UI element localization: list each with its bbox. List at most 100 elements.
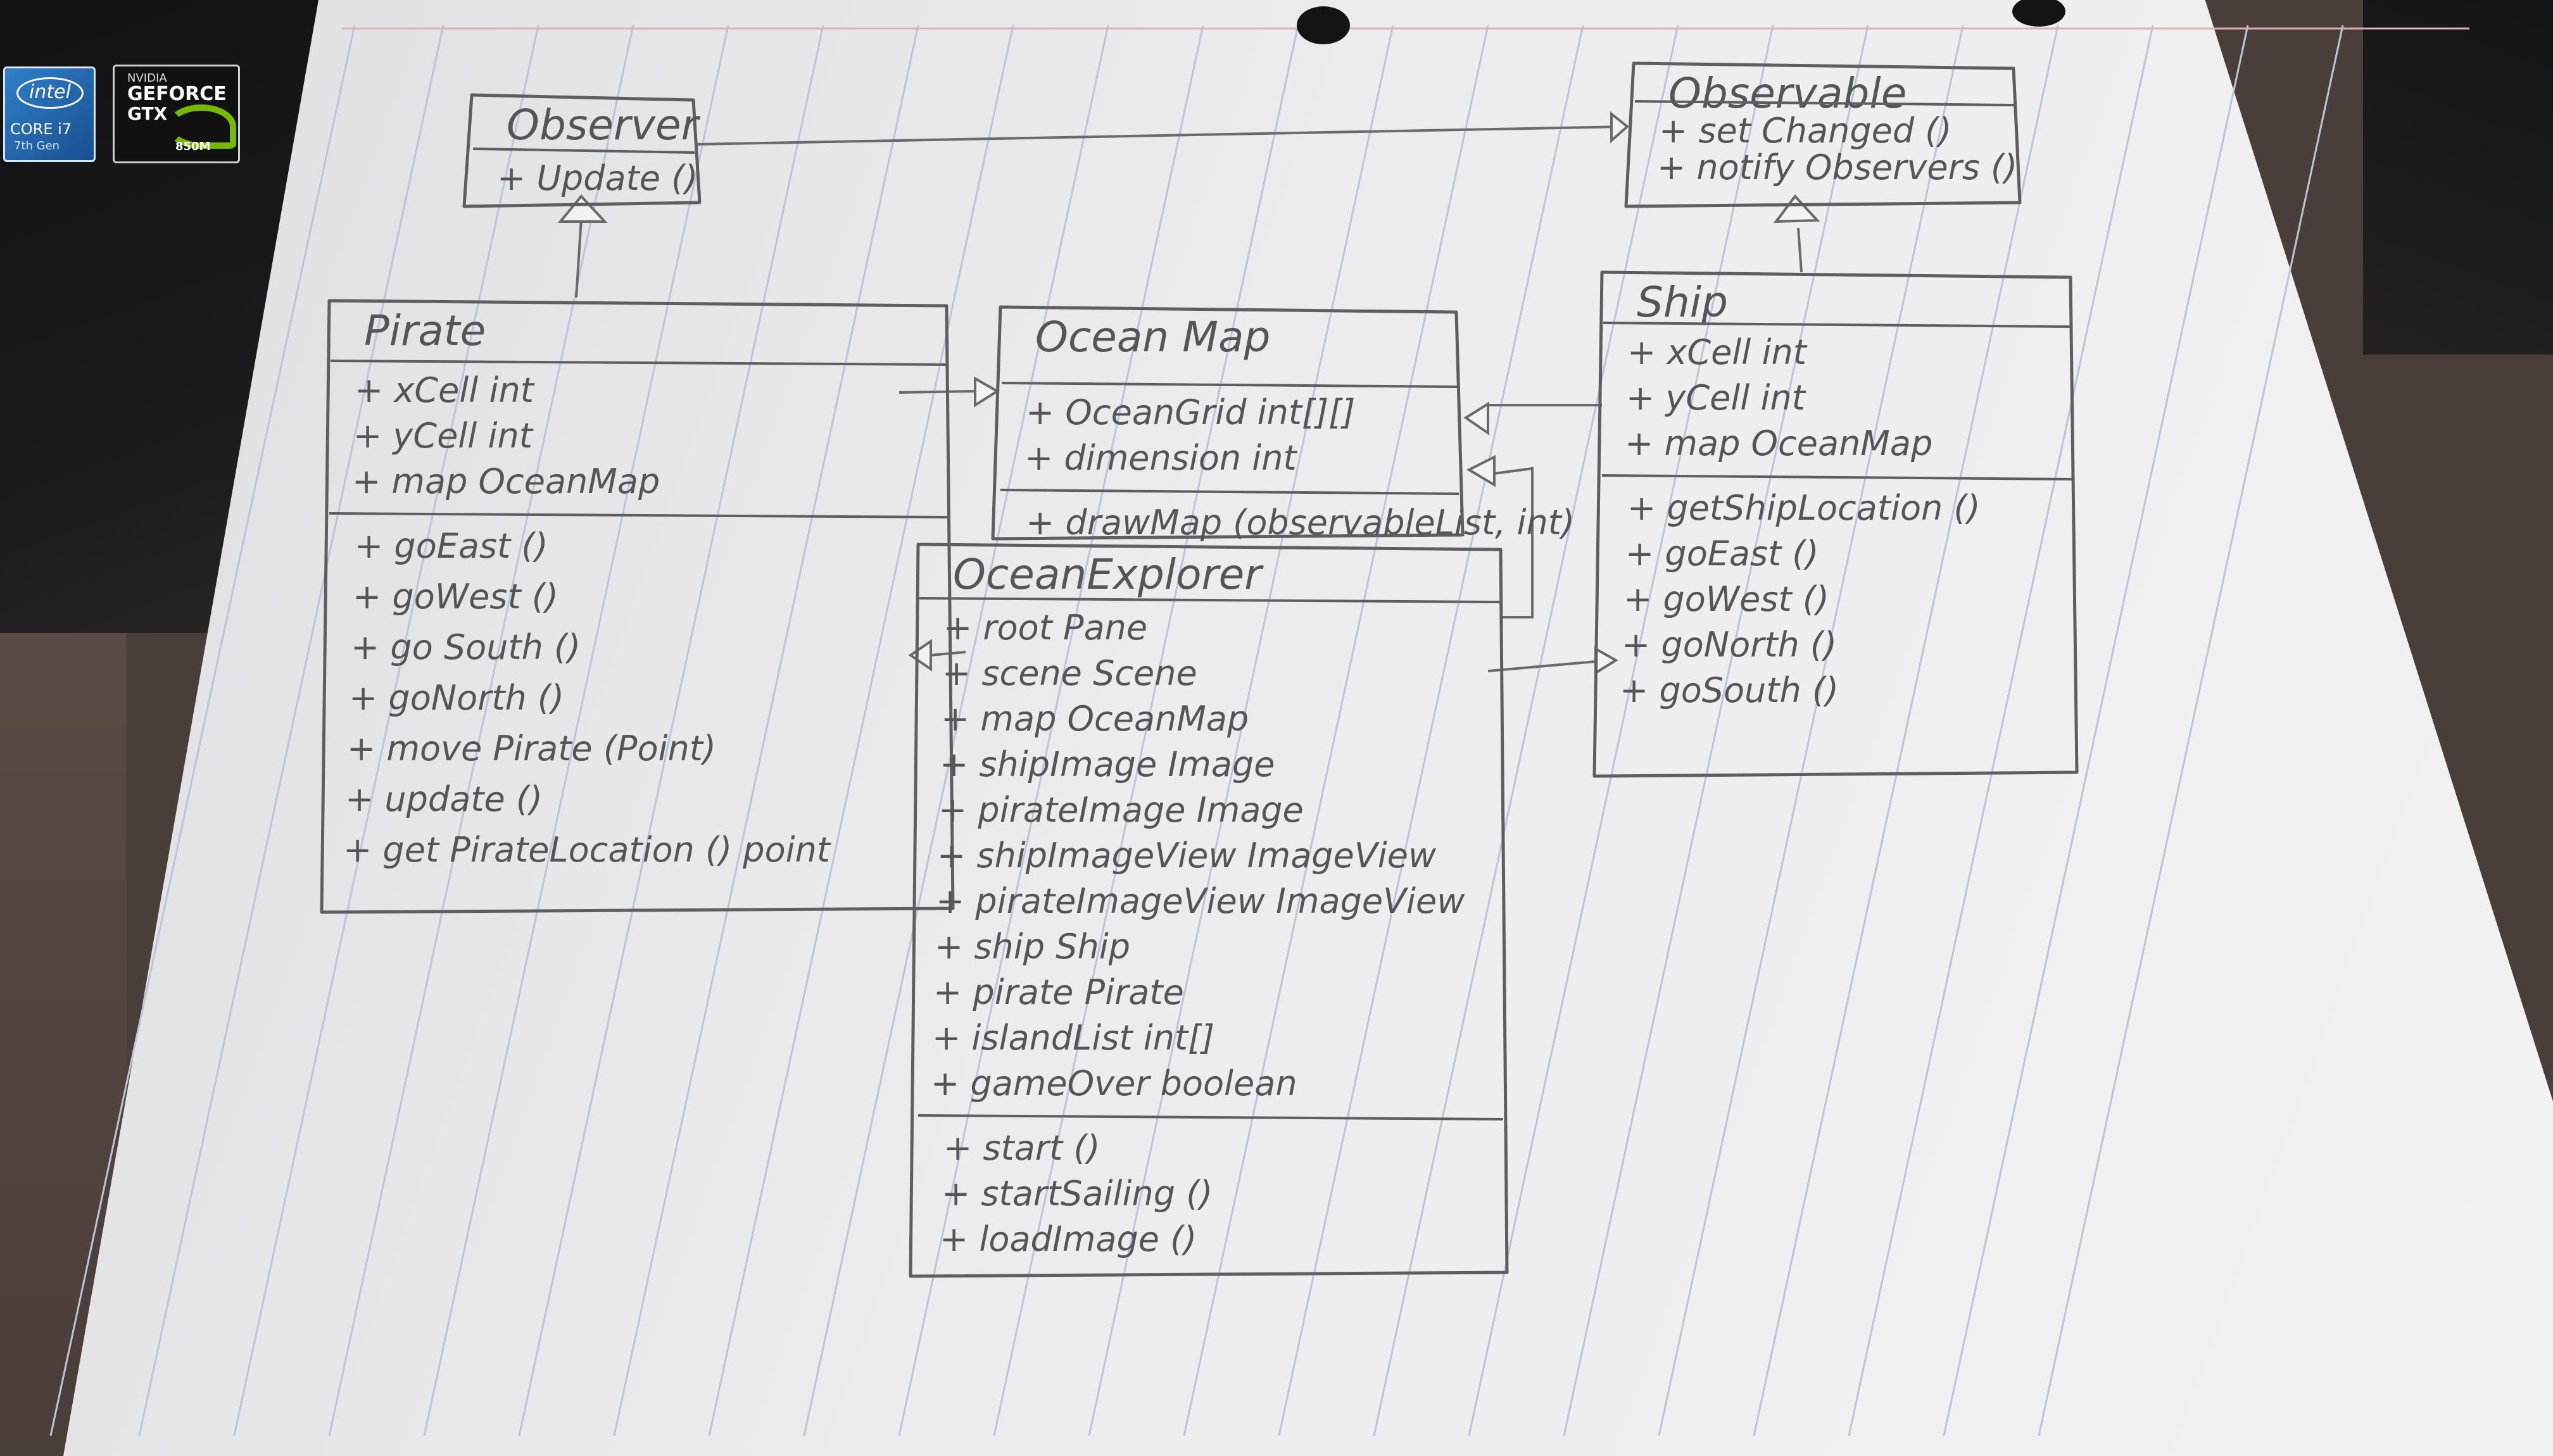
class-observable: Observable+ set Changed ()+ notify Obser… bbox=[1624, 61, 2022, 208]
method-pirate: + move Pirate (Point) bbox=[347, 729, 716, 769]
attribute-oceanexplorer: + root Pane bbox=[943, 608, 1147, 648]
class-name-ship: Ship bbox=[1637, 278, 1728, 327]
inheritance-arrow-icon bbox=[1773, 194, 1820, 223]
ruled-line bbox=[138, 25, 444, 1436]
attribute-oceanexplorer: + pirateImage Image bbox=[938, 790, 1304, 830]
attribute-pirate: + yCell int bbox=[353, 416, 534, 456]
method-oceanmap: + drawMap (observableList, int) bbox=[1026, 503, 1575, 543]
method-ship: + goNorth () bbox=[1622, 625, 1837, 665]
attribute-oceanmap: + OceanGrid int[][] bbox=[1026, 392, 1355, 432]
attribute-separator bbox=[1000, 489, 1459, 495]
class-name-oceanmap: Ocean Map bbox=[1035, 313, 1270, 361]
attribute-ship: + map OceanMap bbox=[1625, 424, 1932, 463]
class-box-outline bbox=[1592, 270, 2079, 778]
name-separator bbox=[330, 360, 949, 366]
method-pirate: + goWest () bbox=[353, 577, 558, 617]
class-name-oceanexplorer: OceanExplorer bbox=[953, 550, 1264, 599]
ruled-line bbox=[518, 25, 824, 1436]
method-ship: + getShipLocation () bbox=[1627, 488, 1981, 528]
class-oceanmap: Ocean Map + OceanGrid int[][] + dimension … bbox=[991, 305, 1575, 543]
ruled-lines bbox=[49, 25, 2344, 1436]
method-ship: + goEast () bbox=[1625, 534, 1819, 574]
connector-observer-observable bbox=[696, 125, 1628, 146]
association-arrow-icon bbox=[1610, 111, 1630, 144]
nvidia-line3: GTX bbox=[127, 103, 168, 124]
attribute-oceanexplorer: + ship Ship bbox=[935, 927, 1130, 967]
inheritance-arrow-icon bbox=[557, 194, 608, 223]
connector-pirate-observer bbox=[575, 218, 583, 298]
ruled-line bbox=[993, 25, 1299, 1436]
method-observer: + Update () bbox=[497, 158, 698, 198]
attribute-oceanmap: + dimension int bbox=[1024, 438, 1298, 478]
name-separator bbox=[1603, 322, 2072, 328]
connector-pirate-oceanmap bbox=[898, 390, 976, 394]
attribute-separator bbox=[1601, 474, 2074, 480]
nvidia-swoosh-icon bbox=[167, 104, 236, 149]
method-ship: + goWest () bbox=[1623, 579, 1829, 619]
attribute-separator bbox=[917, 1114, 1504, 1120]
method-pirate: + goEast () bbox=[355, 526, 548, 566]
attribute-ship: + xCell int bbox=[1627, 332, 1808, 372]
method-pirate: + get PirateLocation () point bbox=[343, 830, 831, 870]
class-box-outline bbox=[462, 93, 702, 208]
ruled-line bbox=[423, 25, 729, 1436]
class-observer: Observer+ Update () bbox=[462, 93, 702, 208]
method-observable: + set Changed () bbox=[1659, 111, 1951, 151]
nvidia-line1: NVIDIA bbox=[127, 72, 167, 85]
ruled-line bbox=[1753, 25, 2059, 1436]
connector-explorer-pirate bbox=[930, 651, 966, 656]
attribute-pirate: + xCell int bbox=[355, 370, 535, 410]
class-pirate: Pirate + xCell int + yCell int + map OceanM… bbox=[320, 299, 955, 914]
attribute-oceanexplorer: + map OceanMap bbox=[941, 699, 1249, 739]
name-separator bbox=[472, 147, 695, 154]
class-name-pirate: Pirate bbox=[364, 306, 486, 355]
class-oceanexplorer: OceanExplorer + root Pane + scene Scene + m… bbox=[909, 543, 1509, 1278]
association-arrow-icon bbox=[908, 639, 932, 672]
notebook-paper bbox=[63, 0, 2553, 1456]
ruled-line bbox=[233, 25, 539, 1436]
connector-explorer-oceanmap bbox=[1494, 467, 1534, 618]
laptop-edge-right bbox=[2363, 0, 2553, 355]
association-arrow-icon bbox=[1463, 401, 1489, 436]
class-ship: Ship + xCell int + yCell int + map OceanMap… bbox=[1592, 270, 2079, 778]
attribute-separator bbox=[329, 512, 950, 518]
ruled-line bbox=[1943, 25, 2249, 1436]
intel-sticker: intel CORE i7 7th Gen bbox=[3, 66, 96, 162]
method-ship: + goSouth () bbox=[1620, 670, 1839, 710]
name-separator bbox=[1634, 100, 2015, 106]
attribute-oceanexplorer: + scene Scene bbox=[942, 653, 1197, 693]
method-pirate: + update () bbox=[345, 779, 543, 819]
method-oceanexplorer: + startSailing () bbox=[942, 1174, 1213, 1214]
class-box-outline bbox=[320, 299, 955, 914]
name-separator bbox=[919, 597, 1503, 603]
ruled-line bbox=[1563, 25, 1869, 1436]
attribute-oceanexplorer: + gameOver boolean bbox=[931, 1064, 1297, 1103]
attribute-ship: + yCell int bbox=[1626, 378, 1806, 418]
nvidia-line4: 850M bbox=[175, 140, 211, 153]
association-arrow-icon bbox=[1594, 646, 1618, 675]
attribute-oceanexplorer: + shipImage Image bbox=[940, 744, 1275, 784]
nvidia-sticker: NVIDIA GEFORCE GTX 850M bbox=[113, 65, 240, 163]
method-oceanexplorer: + start () bbox=[943, 1128, 1100, 1168]
attribute-oceanexplorer: + pirateImageView ImageView bbox=[936, 881, 1465, 921]
ruled-line bbox=[1658, 25, 1964, 1436]
association-arrow-icon bbox=[974, 376, 1000, 408]
attribute-pirate: + map OceanMap bbox=[352, 461, 660, 501]
method-pirate: + goNorth () bbox=[349, 678, 564, 718]
ruled-line bbox=[49, 25, 356, 1436]
ruled-line bbox=[708, 25, 1014, 1436]
class-box-outline bbox=[991, 305, 1465, 541]
intel-logo: intel bbox=[16, 77, 84, 109]
attribute-oceanexplorer: + pirate Pirate bbox=[933, 972, 1184, 1012]
connector-ship-observable bbox=[1797, 227, 1803, 273]
ruled-line bbox=[1373, 25, 1679, 1436]
ruled-line bbox=[1468, 25, 1774, 1436]
intel-line1: CORE i7 bbox=[10, 120, 72, 138]
binder-hole bbox=[2012, 0, 2065, 27]
class-box-outline bbox=[1624, 61, 2022, 208]
method-pirate: + go South () bbox=[351, 627, 581, 667]
name-separator bbox=[1001, 382, 1458, 388]
ruled-line bbox=[613, 25, 919, 1436]
ruled-line bbox=[1278, 25, 1584, 1436]
